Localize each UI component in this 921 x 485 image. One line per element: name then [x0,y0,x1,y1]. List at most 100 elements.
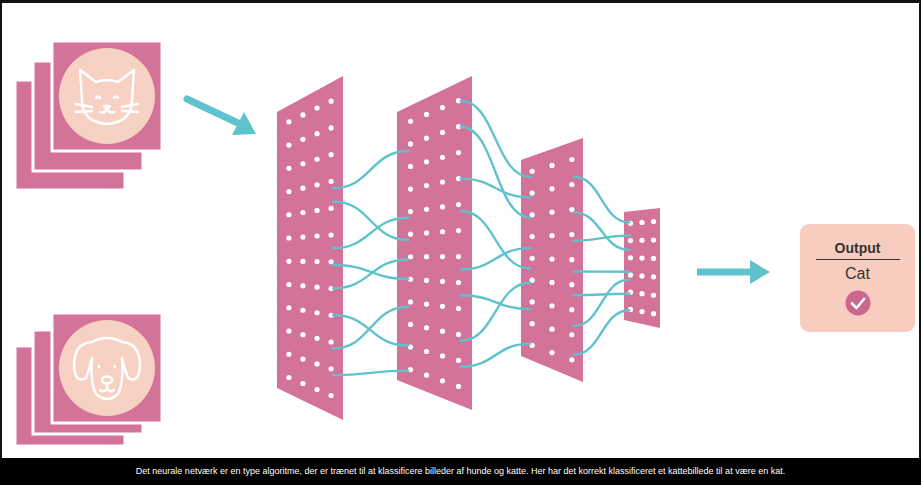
neuron-dot [424,136,429,141]
neuron-dot [530,234,535,239]
output-heading: Output [816,240,900,260]
neuron-dot [456,150,461,155]
neuron-dot [314,105,319,110]
neuron-dot [300,112,305,117]
neuron-dot [408,322,413,327]
neuron-dot [286,142,291,147]
neuron-dot [651,311,656,316]
neuron-dot [424,373,429,378]
neuron-dot [456,254,461,259]
neuron-dot [424,112,429,117]
neural-network [277,76,660,420]
neuron-dot [639,273,644,278]
caption: Det neurale netværk er en type algoritme… [130,466,791,476]
neuron-dot [456,358,461,363]
neuron-dot [286,166,291,171]
neuron-dot [549,210,554,215]
neuron-dot [549,186,554,191]
neuron-dot [314,387,319,392]
neuron-dot [530,299,535,304]
network-link [574,236,630,241]
network-link [461,295,531,309]
network-link [333,265,408,279]
neuron-dot [300,332,305,337]
neuron-dot [440,353,445,358]
neuron-dot [456,384,461,389]
neuron-dot [314,285,319,290]
network-link [461,248,531,269]
neuron-dot [569,332,574,337]
neuron-dot [286,375,291,380]
neuron-dot [530,190,535,195]
network-link [333,307,408,349]
network-link [461,101,531,177]
neuron-dot [440,204,445,209]
neuron-dot [456,280,461,285]
neuron-dot [424,230,429,235]
neuron-dot [440,329,445,334]
neuron-dot [628,272,633,277]
neuron-dot [549,163,554,168]
neuron-dot [440,254,445,259]
neuron-dot [329,339,334,344]
neuron-dot [569,257,574,262]
neuron-dot [424,349,429,354]
network-link [333,259,408,288]
neuron-dot [314,336,319,341]
neuron-dot [569,282,574,287]
neuron-dot [549,327,554,332]
neuron-dot [286,352,291,357]
neuron-dot [424,254,429,259]
image-card [52,313,162,423]
neuron-dot [300,186,305,191]
neuron-dot [440,179,445,184]
neuron-dot [424,278,429,283]
neuron-dot [424,207,429,212]
neuron-dot [424,325,429,330]
neuron-dot [456,332,461,337]
neuron-dot [300,210,305,215]
output-value: Cat [845,265,870,283]
neuron-dot [456,202,461,207]
neuron-dot [569,182,574,187]
neuron-dot [329,179,334,184]
neuron-dot [408,209,413,214]
network-layer [521,138,583,382]
network-link [333,315,408,346]
neuron-dot [314,361,319,366]
neuron-dot [300,259,305,264]
network-link [574,294,630,295]
neuron-dot [549,280,554,285]
neuron-dot [651,256,656,261]
neuron-dot [286,305,291,310]
network-link [574,177,630,223]
neuron-dot [329,366,334,371]
neuron-dot [408,119,413,124]
network-link [574,270,630,273]
neuron-dot [651,219,656,224]
neuron-dot [549,350,554,355]
neuron-dot [628,238,633,243]
neuron-dot [408,164,413,169]
network-link [461,344,531,367]
neuron-dot [300,234,305,239]
neuron-dot [300,137,305,142]
neuron-dot [408,141,413,146]
neuron-dot [440,229,445,234]
neuron-dot [286,328,291,333]
caption-band: Det neurale netværk er en type algoritme… [0,458,921,485]
neuron-dot [329,393,334,398]
neuron-dot [440,378,445,383]
network-link [333,371,408,376]
neuron-dot [530,256,535,261]
cat-image-stack [15,41,162,190]
neuron-dot [329,259,334,264]
neuron-dot [329,99,334,104]
neuron-dot [286,119,291,124]
neuron-dot [639,255,644,260]
neuron-dot [408,299,413,304]
neuron-dot [424,301,429,306]
neuron-dot [628,255,633,260]
